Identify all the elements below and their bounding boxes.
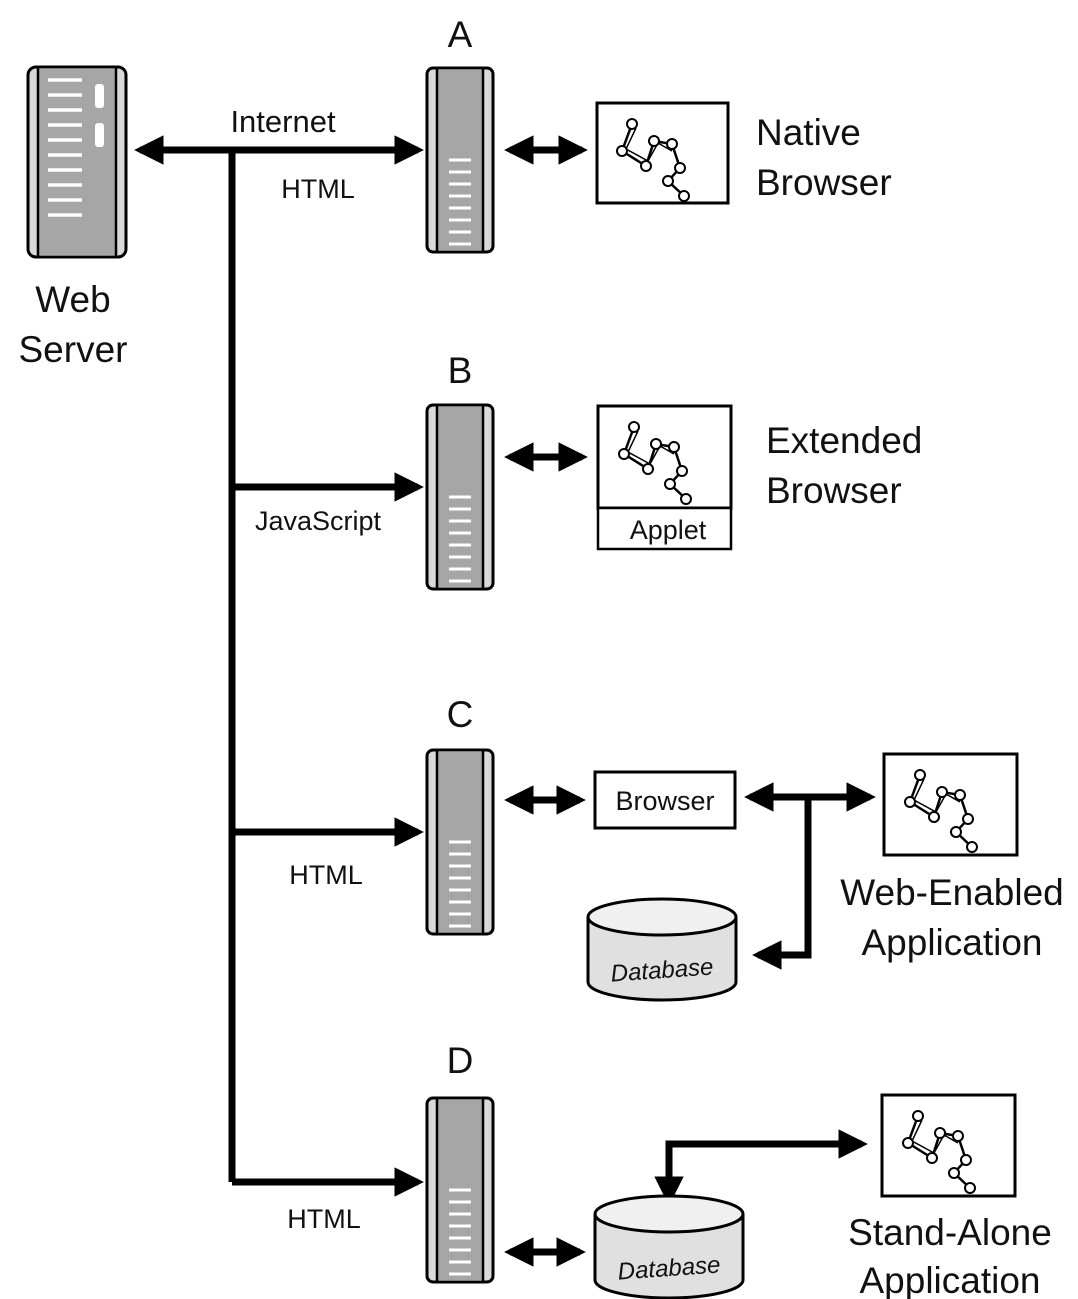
client-c-app-links <box>744 782 876 970</box>
client-c-label-line2: Application <box>861 922 1042 963</box>
client-a-label-line2: Browser <box>756 162 892 203</box>
client-d-tower-icon <box>425 1096 495 1284</box>
web-server-icon <box>26 65 128 259</box>
client-b-label-line2: Browser <box>766 470 902 511</box>
client-d-label-line1: Stand-Alone <box>848 1212 1052 1253</box>
web-server-label-line1: Web <box>35 279 110 320</box>
browser-box-label: Browser <box>615 786 714 816</box>
protocol-label-b: JavaScript <box>255 506 382 536</box>
client-a-tower-icon <box>425 66 495 254</box>
database-c-icon <box>586 897 738 1002</box>
client-a-label-line1: Native <box>756 112 861 153</box>
client-c-label-line1: Web-Enabled <box>840 872 1064 913</box>
client-d-letter: D <box>447 1040 474 1081</box>
browser-box <box>593 770 737 830</box>
database-c-arrow <box>752 797 812 970</box>
web-server-label-line2: Server <box>19 329 128 370</box>
internet-label: Internet <box>230 104 336 139</box>
extended-browser-window-icon <box>596 404 733 510</box>
client-b-letter: B <box>448 350 473 391</box>
protocol-label-a: HTML <box>281 174 355 204</box>
applet-box <box>596 506 733 551</box>
client-a-letter: A <box>448 14 473 55</box>
native-browser-window-icon <box>595 101 730 205</box>
stand-alone-app-window-icon <box>880 1093 1017 1198</box>
database-d-icon <box>593 1194 745 1299</box>
client-b-label-line1: Extended <box>766 420 922 461</box>
client-c-letter: C <box>447 694 474 735</box>
protocol-label-c: HTML <box>289 860 363 890</box>
web-enabled-app-window-icon <box>882 752 1019 857</box>
client-b-tower-icon <box>425 403 495 591</box>
protocol-label-d: HTML <box>287 1204 361 1234</box>
client-c-tower-icon <box>425 748 495 936</box>
database-d-app-arrow <box>654 1129 868 1206</box>
connection-lines <box>134 135 424 1197</box>
applet-label: Applet <box>630 515 707 545</box>
client-d-label-line2: Application <box>859 1260 1040 1299</box>
